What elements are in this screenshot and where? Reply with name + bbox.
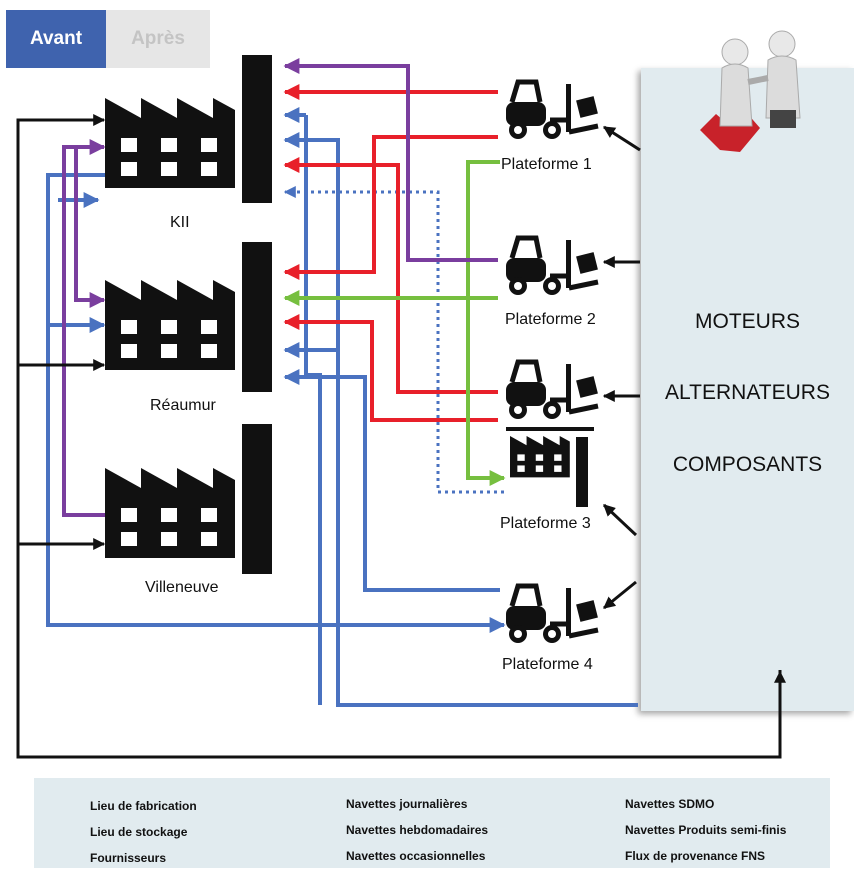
- platform-3-label: Plateforme 3: [500, 515, 591, 532]
- factory-kii-chimney: [242, 55, 272, 203]
- platform-2-label: Plateforme 2: [505, 311, 596, 328]
- tab-avant[interactable]: Avant: [6, 10, 106, 68]
- factory-reaumur-chimney: [242, 242, 272, 392]
- legend-fournisseurs-label: Fournisseurs: [90, 851, 167, 865]
- site-villeneuve-label: Villeneuve: [145, 579, 219, 596]
- platform-2-forklift-icon: [506, 238, 598, 295]
- legend-journalieres-label: Navettes journalières: [346, 797, 468, 811]
- legend: [34, 778, 830, 868]
- site-reaumur-label: Réaumur: [150, 397, 216, 414]
- platform-1-label: Plateforme 1: [501, 156, 592, 173]
- flows-fns: [16, 114, 786, 759]
- platform-1-forklift-icon: [506, 82, 598, 139]
- legend-sdmo-label: Navettes SDMO: [625, 797, 715, 811]
- flow-semi-finis: [283, 186, 504, 494]
- platform-3-forklift-icon: [506, 362, 598, 419]
- factory-reaumur-icon: [105, 280, 235, 370]
- platform-3-factory-icon: [510, 436, 570, 478]
- legend-hebdomadaires-label: Navettes hebdomadaires: [346, 823, 489, 837]
- factory-kii-icon: [105, 98, 235, 188]
- site-kii-label: KII: [170, 214, 190, 231]
- category-alternateurs: ALTERNATEURS: [665, 381, 830, 404]
- platform-4-forklift-icon: [506, 586, 598, 643]
- legend-fabrication-label: Lieu de fabrication: [90, 799, 197, 813]
- suppliers-icon: [700, 30, 801, 152]
- suppliers-panel: [641, 68, 854, 711]
- category-composants: COMPOSANTS: [672, 453, 823, 476]
- platform-4-label: Plateforme 4: [502, 656, 593, 673]
- flows-journalieres: [283, 84, 498, 422]
- category-moteurs: MOTEURS: [695, 310, 800, 333]
- factory-villeneuve-chimney: [242, 424, 272, 574]
- factory-villeneuve-icon: [105, 468, 235, 558]
- tab-apres[interactable]: Après: [106, 10, 210, 68]
- legend-fns-label: Flux de provenance FNS: [625, 849, 766, 863]
- legend-occasionnelles-label: Navettes occasionnelles: [346, 849, 486, 863]
- flows-hebdomadaires: [283, 160, 506, 486]
- flows-occasionnelles: [62, 58, 498, 517]
- legend-semi-finis-label: Navettes Produits semi-finis: [625, 823, 787, 837]
- legend-stockage-label: Lieu de stockage: [90, 825, 188, 839]
